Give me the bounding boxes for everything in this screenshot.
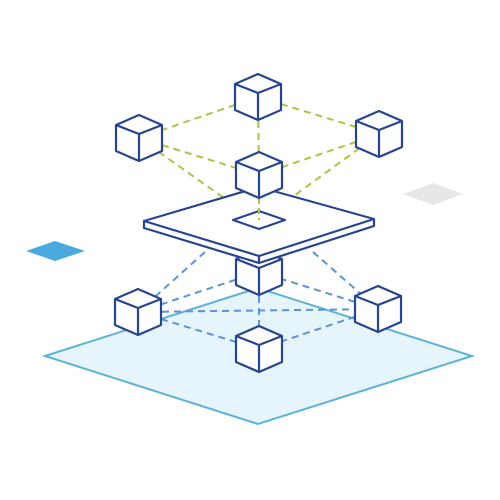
lower-left-node bbox=[113, 287, 163, 337]
lower-right-node bbox=[353, 284, 403, 334]
accent-tile-left bbox=[26, 241, 85, 261]
accent-tile-right bbox=[403, 183, 463, 205]
upper-center-node bbox=[234, 150, 284, 200]
lower-front-node bbox=[234, 324, 284, 374]
upper-left-node bbox=[114, 113, 164, 163]
upper-right-node bbox=[354, 109, 404, 159]
upper-top-node bbox=[233, 72, 283, 122]
